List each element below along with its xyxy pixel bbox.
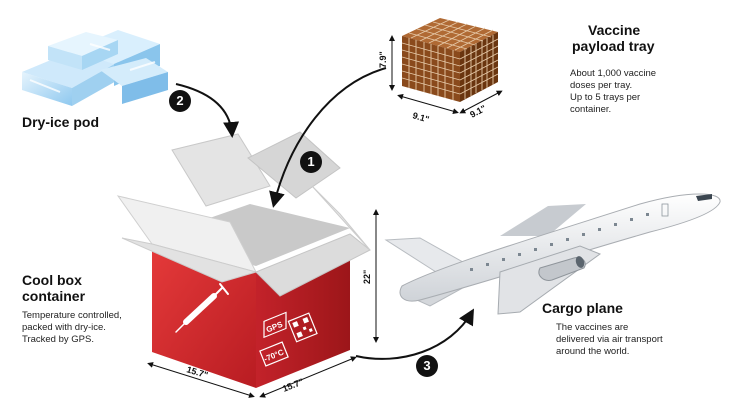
step-1-badge: 1 <box>300 151 322 173</box>
vaccine-payload-tray-cube <box>401 18 499 102</box>
box-desc-line: Tracked by GPS. <box>22 334 94 345</box>
tray-desc-line: container. <box>570 104 612 115</box>
dry-ice-pod-illustration <box>22 30 168 106</box>
tray-height-label: 7.9" <box>378 51 388 68</box>
box-dimension-lines: 22" 15.7" 15.7" <box>147 209 379 398</box>
qr-code-icon <box>287 312 318 343</box>
plane-desc-line: delivered via air transport <box>556 334 663 345</box>
box-desc-line: Temperature controlled, <box>22 310 122 321</box>
plane-title: Cargo plane <box>542 300 623 316</box>
tray-width-label: 9.1" <box>411 110 430 124</box>
plane-desc-line: The vaccines are <box>556 322 629 333</box>
step-2-badge: 2 <box>169 90 191 112</box>
plane-desc-line: around the world. <box>556 346 630 357</box>
box-title-line1: Cool box <box>22 272 82 288</box>
flow-arrows <box>175 67 475 360</box>
box-title-line2: container <box>22 288 86 304</box>
tray-depth-label: 9.1" <box>468 103 488 120</box>
gps-stamp-icon: GPS <box>263 311 287 339</box>
box-depth-label: 15.7" <box>281 376 305 393</box>
tray-dimension-lines: 7.9" 9.1" 9.1" <box>378 35 503 125</box>
box-description: Temperature controlled, packed with dry-… <box>22 310 122 346</box>
step-3-badge: 3 <box>416 355 438 377</box>
syringe-icon <box>175 283 229 333</box>
tray-desc-line: Up to 5 trays per <box>570 92 641 103</box>
tray-description: About 1,000 vaccine doses per tray. Up t… <box>570 68 656 116</box>
tray-title: Vaccine payload tray <box>560 22 730 54</box>
plane-description: The vaccines are delivered via air trans… <box>556 322 663 358</box>
box-height-label: 22" <box>362 270 372 284</box>
tray-title-line2: payload tray <box>572 38 655 54</box>
tray-desc-line: doses per tray. <box>570 80 633 91</box>
cool-box-container-illustration: GPS -70°C <box>116 131 371 388</box>
tray-title-line1: Vaccine <box>588 22 641 38</box>
box-desc-line: packed with dry-ice. <box>22 322 106 333</box>
dry-ice-pod-title: Dry-ice pod <box>22 114 100 130</box>
tray-desc-line: About 1,000 vaccine <box>570 68 657 79</box>
cargo-plane-illustration <box>384 193 721 315</box>
box-title: Cool box container <box>22 272 85 304</box>
